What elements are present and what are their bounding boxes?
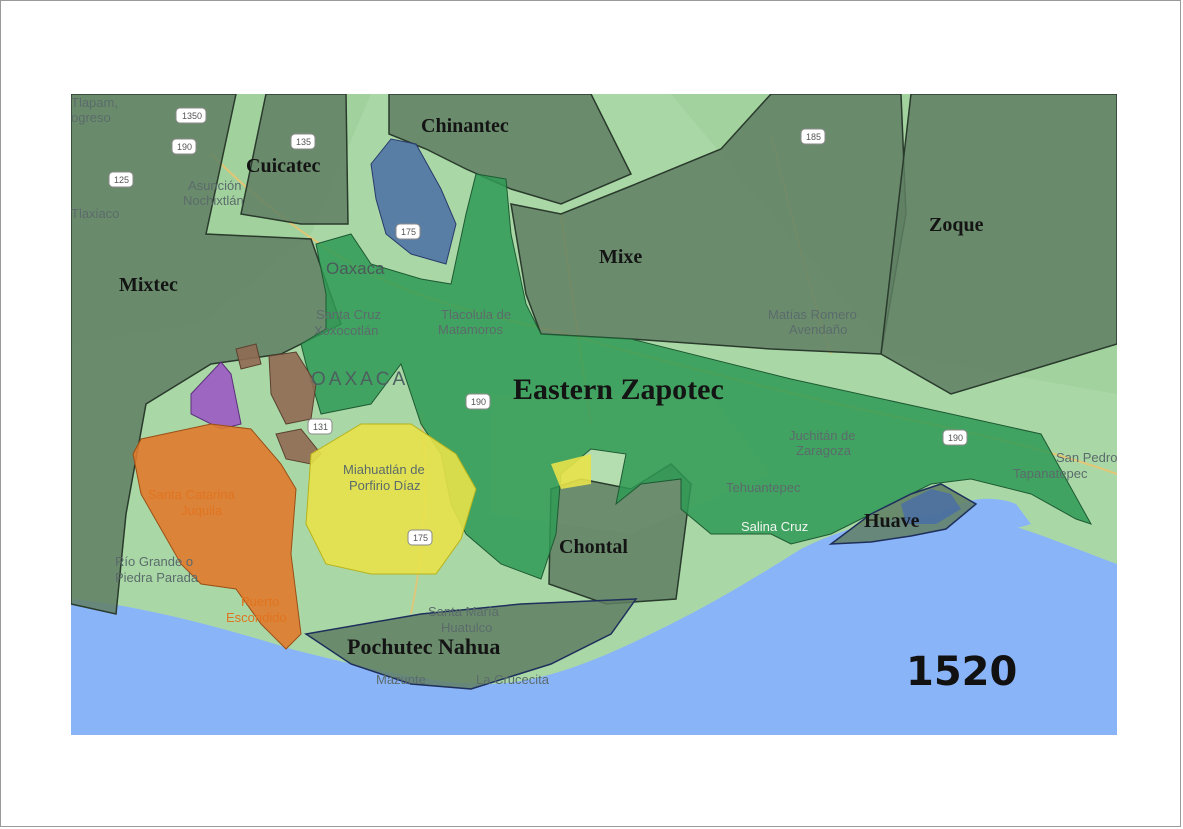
place-label: Porfirio Díaz <box>349 478 421 493</box>
year-label: 1520 <box>906 649 1018 695</box>
place-label: Huatulco <box>441 620 492 635</box>
svg-text:135: 135 <box>296 137 311 147</box>
place-label: Mazunte <box>376 672 426 687</box>
highway-shield: 175 <box>395 223 421 240</box>
highway-shield: 131 <box>307 418 333 435</box>
svg-text:125: 125 <box>114 175 129 185</box>
place-label: Tlaxiaco <box>71 206 119 221</box>
region-purple <box>190 361 242 430</box>
place-label: Santa Catarina <box>148 487 235 502</box>
region-brown-small <box>235 343 262 370</box>
region-chinantec <box>388 94 633 205</box>
place-label: Escondido <box>226 610 287 625</box>
place-label: Avendaño <box>789 322 847 337</box>
place-label: Matías Romero <box>768 307 857 322</box>
highway-shield: 125 <box>108 171 134 188</box>
region-label-mixe: Mixe <box>599 246 642 268</box>
svg-text:190: 190 <box>471 397 486 407</box>
language-map: 1350 190 125 135 175 185 190 131 <box>71 94 1117 735</box>
place-label: Tehuantepec <box>726 480 801 495</box>
region-yellow <box>305 423 477 575</box>
svg-text:190: 190 <box>177 142 192 152</box>
place-label: Tlacolula de <box>441 307 511 322</box>
region-label-zoque: Zoque <box>929 214 984 236</box>
place-label: Tapanatepec <box>1013 466 1088 481</box>
sea <box>71 514 1117 735</box>
highway-shield: 185 <box>800 128 826 145</box>
region-label-eastern-zapotec: Eastern Zapotec <box>513 373 724 406</box>
place-label-oaxaca-state: OAXACA <box>311 369 408 390</box>
region-label-mixtec: Mixtec <box>119 274 178 296</box>
svg-text:185: 185 <box>806 132 821 142</box>
place-label: Asunción <box>188 178 241 193</box>
place-label: Zaragoza <box>796 443 852 458</box>
region-label-cuicatec: Cuicatec <box>246 155 321 177</box>
place-label: Tlapam, <box>71 95 118 110</box>
region-label-huave: Huave <box>864 510 920 532</box>
place-label: Nochixtlán <box>183 193 244 208</box>
place-label: Juchitán de <box>789 428 856 443</box>
region-cuicatec <box>240 94 349 225</box>
region-eastern-zapotec <box>300 173 1093 580</box>
region-label-chinantec: Chinantec <box>421 115 509 137</box>
map-canvas: 1350 190 125 135 175 185 190 131 <box>71 94 1117 735</box>
region-yellow-small <box>551 454 591 489</box>
place-label: Santa Cruz <box>316 307 381 322</box>
place-label: ogreso <box>71 110 111 125</box>
place-label: Piedra Parada <box>115 570 199 585</box>
place-label: Matamoros <box>438 322 504 337</box>
place-label: Santa María <box>428 604 500 619</box>
highway-shield: 190 <box>942 429 968 446</box>
place-label: Juquila <box>181 503 223 518</box>
region-zoque <box>880 94 1117 395</box>
region-label-chontal: Chontal <box>559 536 628 558</box>
region-blue <box>370 138 457 265</box>
highway-shield: 190 <box>465 393 491 410</box>
svg-text:190: 190 <box>948 433 963 443</box>
highway-shield: 1350 <box>175 107 207 124</box>
svg-text:175: 175 <box>413 533 428 543</box>
region-label-pochutec-nahua: Pochutec Nahua <box>347 634 500 659</box>
place-label: Salina Cruz <box>741 519 808 534</box>
region-huave-lagoon <box>901 489 961 524</box>
place-label: San Pedro <box>1056 450 1117 465</box>
highway-shield: 135 <box>290 133 316 150</box>
place-label: Río Grande o <box>115 554 193 569</box>
place-label-oaxaca-city: Oaxaca <box>326 259 385 278</box>
place-label: Puerto <box>241 594 279 609</box>
place-label: Miahuatlán de <box>343 462 425 477</box>
highway-shield: 175 <box>407 529 433 546</box>
region-pochutec-nahua <box>304 598 638 690</box>
region-orange <box>132 423 302 650</box>
place-label: La Crucecita <box>476 672 550 687</box>
svg-text:1350: 1350 <box>182 111 202 121</box>
svg-text:131: 131 <box>313 422 328 432</box>
place-label: Xoxocotlán <box>314 323 378 338</box>
highway-shield: 190 <box>171 138 197 155</box>
svg-text:175: 175 <box>401 227 416 237</box>
